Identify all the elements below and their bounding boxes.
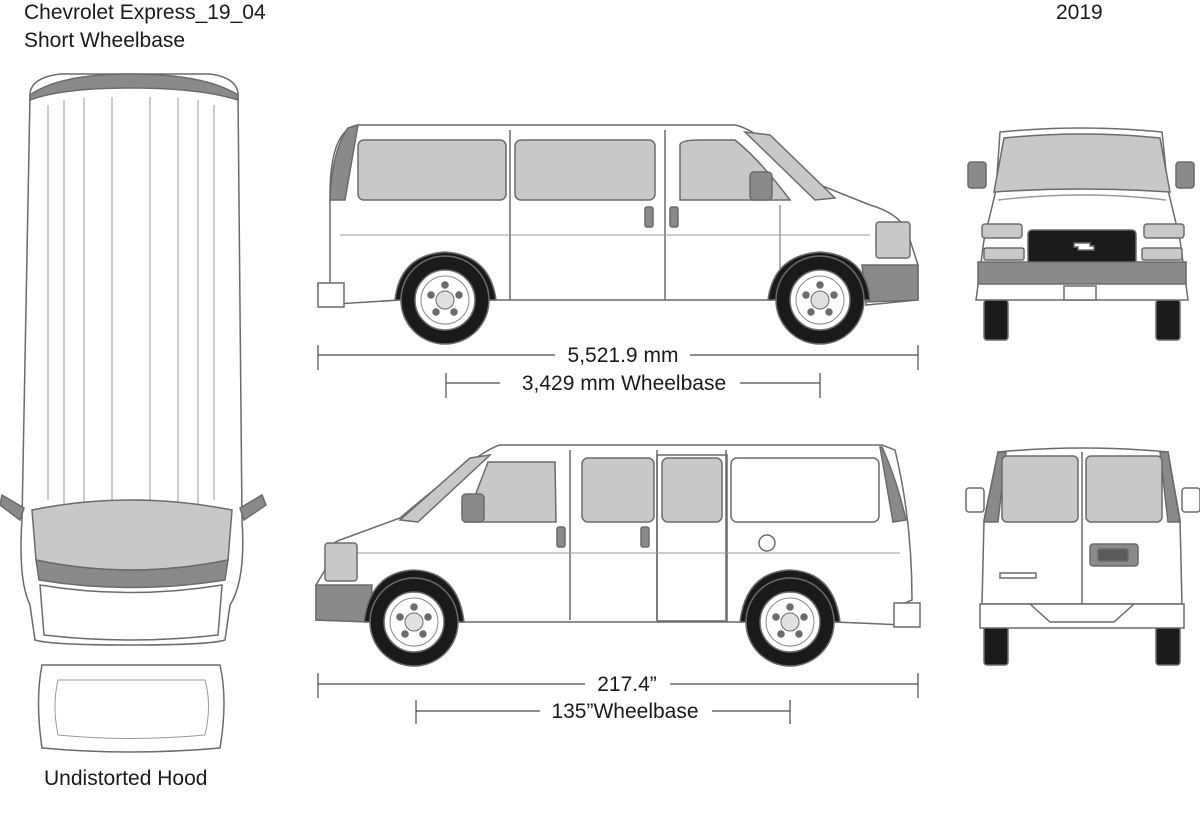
rear-left-tire: [983, 624, 1009, 666]
rear-pillar-left: [983, 451, 1007, 523]
top-view-mirror-left: [0, 493, 25, 522]
side-right-door-handle-2: [669, 206, 679, 228]
side-right-front-bumper: [861, 264, 919, 303]
side-right-rear-bumper: [317, 282, 345, 308]
front-plate: [1063, 285, 1097, 301]
roof-ribs: [47, 97, 215, 505]
side-left-rear-bumper: [893, 602, 921, 628]
front-bumper: [977, 261, 1187, 285]
side-left-window-1: [581, 457, 655, 523]
front-foglight-left: [983, 247, 1025, 261]
side-right-front-wheel: [775, 255, 865, 345]
rear-right-tire: [1155, 624, 1181, 666]
front-headlight-left: [981, 223, 1023, 239]
drawing-title: Chevrolet Express_19_04: [24, 1, 266, 24]
side-left-window-3: [730, 457, 880, 523]
side-left-headlight: [324, 542, 358, 582]
front-mirror-right: [1175, 161, 1195, 189]
front-windshield: [993, 133, 1171, 193]
side-left-window-2: [661, 457, 723, 523]
rear-pillar-right: [1159, 451, 1181, 523]
front-right-tire: [1155, 299, 1181, 341]
front-hood-line: [997, 194, 1167, 201]
front-left-tire: [983, 299, 1009, 341]
metric-overall-length: 5,521.9 mm: [568, 344, 679, 367]
imperial-wheelbase: 135”Wheelbase: [551, 700, 698, 723]
top-view-mirror-right: [239, 493, 267, 522]
rear-window-right: [1085, 455, 1163, 523]
drawing-subtitle: Short Wheelbase: [24, 29, 186, 52]
side-right-rear-pillar: [329, 123, 359, 201]
top-view-cowl: [35, 559, 229, 589]
side-view-left: [315, 444, 921, 667]
side-left-fuel-door: [758, 534, 776, 552]
rear-badge: [999, 572, 1037, 579]
metric-wheelbase: 3,429 mm Wheelbase: [522, 372, 726, 395]
side-left-rear-pillar: [879, 446, 907, 523]
rear-view: [965, 447, 1200, 666]
side-right-rear-wheel: [400, 255, 490, 345]
side-right-window-2: [514, 139, 656, 201]
front-mirror-left: [967, 161, 987, 189]
model-year: 2019: [1056, 1, 1103, 24]
rear-bumper: [979, 603, 1185, 629]
imperial-dimensions: [317, 673, 919, 724]
rear-window-left: [1001, 455, 1079, 523]
bowtie-logo: [1073, 242, 1095, 251]
side-left-front-bumper: [315, 584, 373, 623]
top-view: [0, 73, 267, 646]
side-left-front-wheel: [369, 577, 459, 667]
top-view-body: [20, 73, 244, 646]
imperial-overall-length: 217.4”: [597, 673, 657, 696]
front-foglight-right: [1141, 247, 1183, 261]
side-left-mirror: [461, 493, 485, 523]
side-left-rear-wheel: [745, 577, 835, 667]
front-view: [967, 127, 1195, 341]
side-right-door-handle-1: [644, 206, 654, 228]
side-right-window-1: [357, 139, 507, 201]
side-view-right: [317, 123, 919, 345]
rear-mirror-left: [965, 487, 985, 513]
undistorted-hood: [37, 664, 225, 753]
side-right-windshield: [742, 130, 837, 201]
side-right-mirror: [749, 171, 773, 201]
hood-label: Undistorted Hood: [44, 767, 208, 790]
top-view-hood: [39, 584, 223, 641]
metric-dimensions: [317, 345, 919, 398]
rear-mirror-right: [1181, 487, 1200, 513]
side-left-door-handle-2: [640, 526, 650, 548]
front-headlight-right: [1143, 223, 1185, 239]
side-left-door-handle-1: [556, 526, 566, 548]
top-view-roof-front: [29, 73, 239, 102]
top-view-windshield: [31, 499, 233, 571]
side-left-windshield: [398, 453, 493, 523]
side-right-headlight: [875, 221, 911, 259]
